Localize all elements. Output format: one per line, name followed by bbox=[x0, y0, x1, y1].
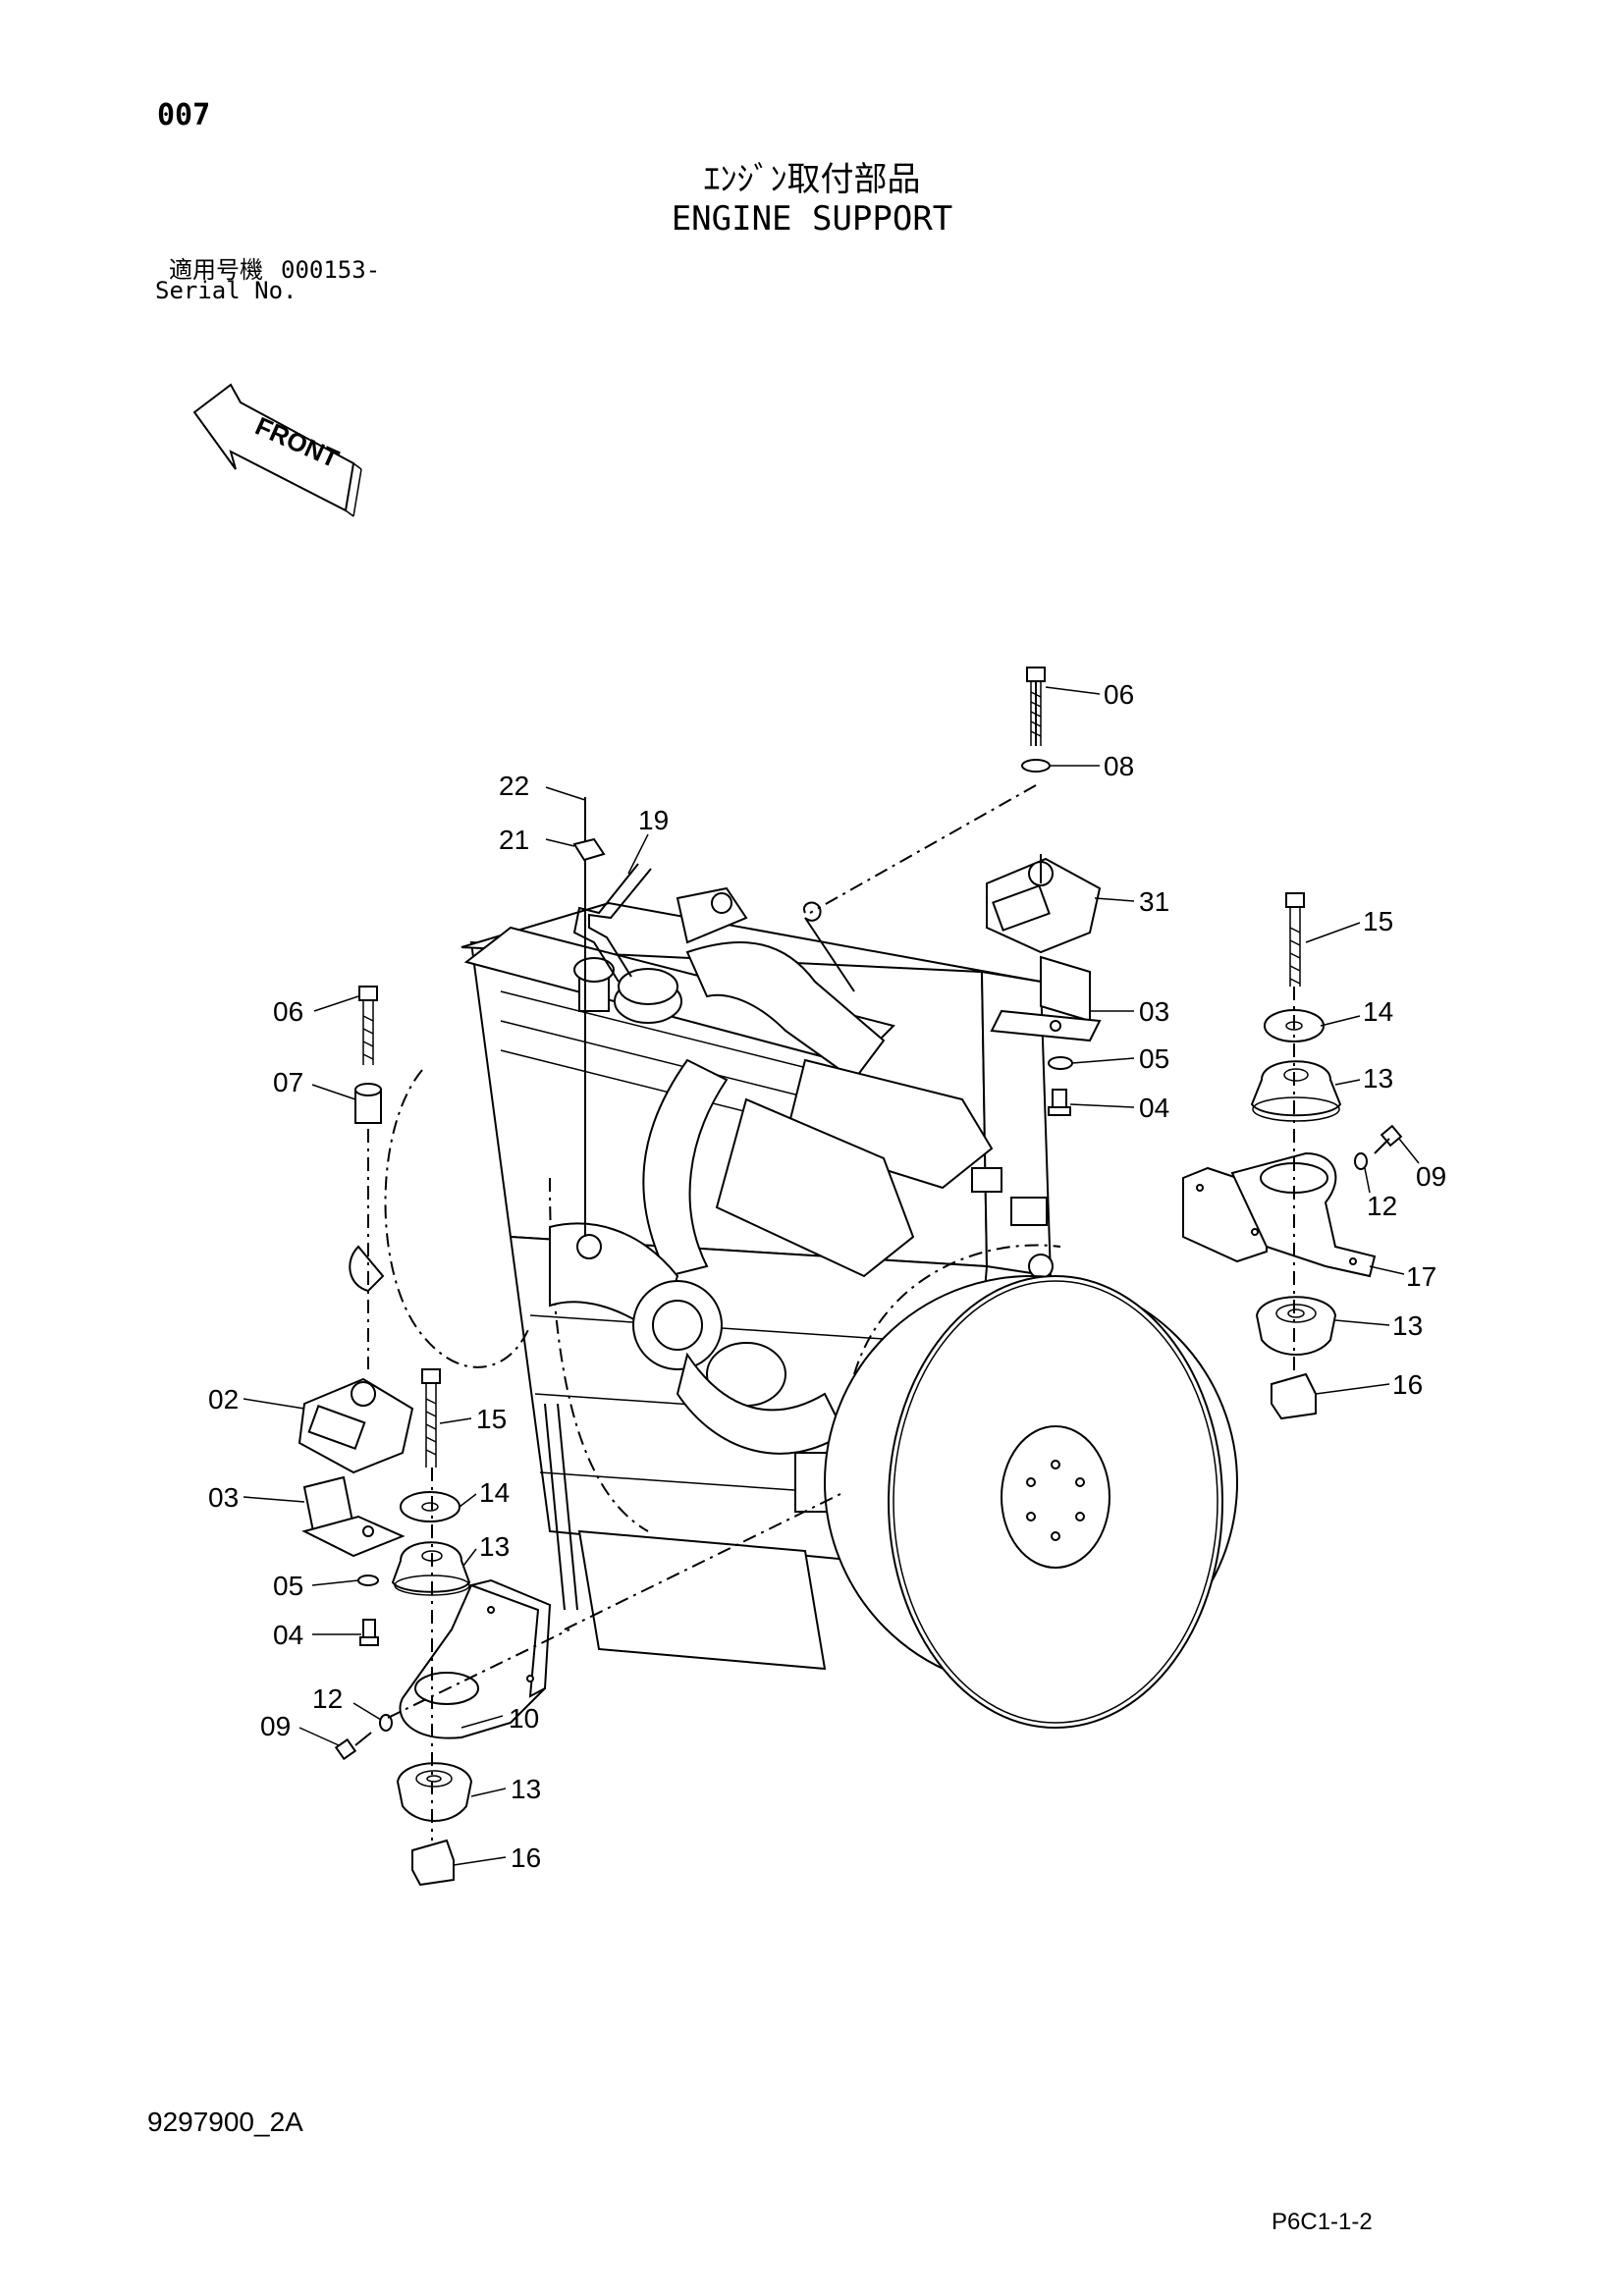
serial-value: 000153- bbox=[281, 256, 381, 284]
bolt-06-left bbox=[358, 986, 378, 1065]
serial-row-japanese: 適用号機 000153- bbox=[169, 250, 380, 285]
rubber-mount-13-left-bottom bbox=[396, 1762, 473, 1822]
callout-13-right-bottom: 13 bbox=[1392, 1310, 1423, 1341]
bolt-09-right bbox=[1374, 1124, 1403, 1154]
washer-14-left bbox=[400, 1491, 460, 1522]
bolt-15-left bbox=[421, 1368, 441, 1468]
washer-05-left bbox=[357, 1575, 379, 1586]
serial-label-japanese: 適用号機 bbox=[169, 256, 263, 284]
engine-assembly bbox=[349, 800, 1238, 1729]
bolt-04-left bbox=[359, 1619, 379, 1646]
bolt-04-right bbox=[1048, 1089, 1071, 1116]
callout-19: 19 bbox=[638, 805, 669, 835]
callout-09-left: 09 bbox=[260, 1711, 291, 1741]
callout-04-right: 04 bbox=[1139, 1093, 1169, 1123]
callout-12-right: 12 bbox=[1367, 1191, 1397, 1221]
bracket-03-right bbox=[990, 955, 1102, 1042]
engine-mount-31 bbox=[986, 854, 1102, 954]
callout-16-right: 16 bbox=[1392, 1369, 1423, 1400]
callout-06-left: 06 bbox=[273, 996, 303, 1027]
callout-16-left: 16 bbox=[511, 1842, 541, 1873]
callout-06-top: 06 bbox=[1104, 679, 1134, 710]
dipstick-handle bbox=[803, 901, 855, 992]
washer-05-right bbox=[1048, 1056, 1073, 1070]
nut-16-left bbox=[411, 1839, 455, 1887]
bolt-09-left bbox=[334, 1732, 372, 1761]
callout-17: 17 bbox=[1406, 1261, 1436, 1292]
callout-13-left-bottom: 13 bbox=[511, 1774, 541, 1804]
callout-10: 10 bbox=[509, 1703, 539, 1734]
callout-22: 22 bbox=[499, 771, 529, 801]
washer-12-right bbox=[1354, 1152, 1368, 1170]
callout-15-right: 15 bbox=[1363, 906, 1393, 936]
callout-05-left: 05 bbox=[273, 1571, 303, 1601]
callout-03-left: 03 bbox=[208, 1482, 239, 1513]
callout-08: 08 bbox=[1104, 751, 1134, 781]
collar-07 bbox=[354, 1083, 382, 1124]
page-number: 007 bbox=[157, 98, 211, 133]
rubber-mount-13-right-top bbox=[1250, 1060, 1342, 1122]
callout-05-right: 05 bbox=[1139, 1043, 1169, 1074]
callout-13-right-top: 13 bbox=[1363, 1063, 1393, 1094]
bracket-17 bbox=[1182, 1151, 1377, 1278]
callout-09-right: 09 bbox=[1416, 1161, 1446, 1192]
bracket-03-left bbox=[301, 1475, 406, 1558]
callout-14-left: 14 bbox=[479, 1477, 510, 1508]
bolt-15-right bbox=[1285, 892, 1305, 987]
page-code: P6C1-1-2 bbox=[1272, 2209, 1373, 2235]
washer-08 bbox=[1021, 759, 1051, 773]
leader-lines bbox=[243, 686, 1420, 1866]
nut-16-right bbox=[1271, 1372, 1317, 1420]
engine-mount-02 bbox=[298, 1377, 414, 1474]
plate-21 bbox=[572, 837, 606, 862]
callout-21: 21 bbox=[499, 825, 529, 855]
page-title-english: ENGINE SUPPORT bbox=[671, 199, 953, 239]
callout-13-left-top: 13 bbox=[479, 1531, 510, 1562]
callout-04-left: 04 bbox=[273, 1620, 303, 1650]
callout-12-left: 12 bbox=[312, 1683, 343, 1714]
front-arrow-label: FRONT bbox=[251, 411, 344, 474]
bolt-06-top bbox=[1026, 667, 1046, 746]
callout-03-right: 03 bbox=[1139, 996, 1169, 1027]
callout-14-right: 14 bbox=[1363, 996, 1393, 1027]
callout-02: 02 bbox=[208, 1384, 239, 1415]
front-arrow-icon: FRONT bbox=[192, 383, 362, 517]
callout-31: 31 bbox=[1139, 886, 1169, 917]
rubber-mount-13-right-bottom bbox=[1255, 1296, 1337, 1356]
washer-12-left bbox=[379, 1714, 393, 1732]
callout-07: 07 bbox=[273, 1067, 303, 1097]
page-title-japanese: ｴﾝｼﾞﾝ取付部品 bbox=[703, 160, 921, 199]
callout-15-left: 15 bbox=[476, 1404, 507, 1434]
callout-labels: 06 08 22 21 19 31 15 03 14 05 13 04 09 1… bbox=[208, 679, 1446, 1873]
document-code: 9297900_2A bbox=[147, 2107, 303, 2137]
serial-label-english: Serial No. bbox=[155, 277, 298, 304]
